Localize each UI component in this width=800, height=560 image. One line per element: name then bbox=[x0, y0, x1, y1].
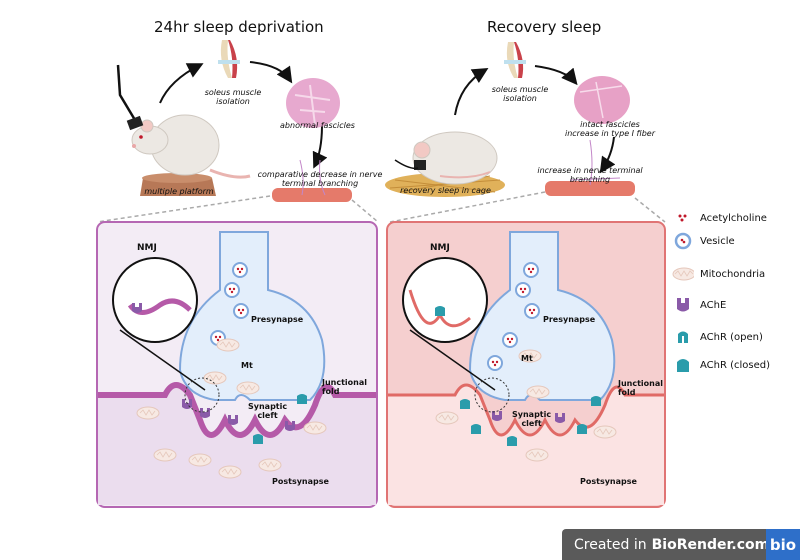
caption-line: branching bbox=[569, 175, 611, 184]
workflow-illustrations bbox=[96, 40, 666, 223]
zoom-connector-left bbox=[96, 195, 379, 223]
title-recovery-sleep: Recovery sleep bbox=[487, 18, 602, 36]
caption-line: soleus muscle bbox=[204, 88, 262, 97]
caption-platform: multiple platform bbox=[144, 187, 214, 196]
badge-brand: BioRender.com bbox=[651, 536, 770, 553]
caption-isolation-right: soleus muscle isolation bbox=[490, 85, 550, 103]
legend-label: Mitochondria bbox=[700, 268, 766, 280]
postsynaptic-membrane bbox=[98, 382, 376, 438]
label-presynapse-right: Presynapse bbox=[543, 315, 596, 324]
rat-sleeping-icon bbox=[394, 131, 498, 185]
biorender-badge[interactable]: Created in BioRender.com bio bbox=[562, 529, 800, 560]
arrow-to-fascicles-left bbox=[249, 61, 293, 84]
right-nmj-panel bbox=[386, 221, 666, 508]
label-synaptic-cleft-left: Synaptic cleft bbox=[248, 402, 287, 420]
legend-label: Acetylcholine bbox=[700, 212, 767, 224]
biorender-logo-icon: bio bbox=[766, 529, 800, 560]
muscle-fiber-left-icon bbox=[272, 159, 352, 202]
legend-label: Vesicle bbox=[700, 235, 735, 247]
label-line: Synaptic bbox=[248, 402, 288, 411]
label-line: Junctional bbox=[322, 378, 368, 387]
soleus-muscle-icon bbox=[504, 42, 526, 78]
left-nmj-panel bbox=[96, 221, 378, 508]
caption-branching-right: increase in nerve terminal branching bbox=[530, 166, 650, 184]
label-mt-left: Mt bbox=[241, 361, 253, 370]
label-line: Synaptic bbox=[512, 410, 552, 419]
rat-standing-icon bbox=[126, 114, 251, 179]
zoom-connector-right bbox=[389, 191, 666, 223]
legend-item-vesicle: Vesicle bbox=[672, 232, 735, 250]
caption-line: isolation bbox=[216, 97, 250, 106]
label-postsynapse-left: Postsynapse bbox=[272, 477, 329, 486]
abnormal-fascicles-icon bbox=[286, 78, 340, 128]
acetylcholine-icon bbox=[672, 209, 694, 227]
title-sleep-deprivation: 24hr sleep deprivation bbox=[154, 18, 324, 36]
label-mt-right: Mt bbox=[521, 354, 533, 363]
legend-label: AChE bbox=[700, 299, 727, 311]
achr-closed-icon bbox=[672, 356, 694, 374]
legend-label: AChR (closed) bbox=[700, 359, 771, 371]
caption-line: intact fascicles bbox=[580, 120, 640, 129]
presynaptic-terminal bbox=[178, 231, 326, 401]
caption-branching-left: comparative decrease in nerve terminal b… bbox=[250, 170, 390, 188]
caption-line: increase in type I fiber bbox=[564, 129, 656, 138]
caption-cage: recovery sleep in cage bbox=[400, 186, 491, 195]
label-junctional-fold-right: Junctional fold bbox=[618, 379, 663, 397]
label-postsynapse-right: Postsynapse bbox=[580, 477, 637, 486]
ache-icon bbox=[672, 296, 694, 314]
legend-item-achr-open: AChR (open) bbox=[672, 328, 763, 346]
arrow-to-isolation-right bbox=[454, 67, 489, 116]
mitochondria-icon bbox=[672, 265, 694, 283]
label-line: Junctional bbox=[618, 379, 664, 388]
electrode-wire-left bbox=[116, 64, 137, 121]
label-nmj-right: NMJ bbox=[430, 243, 450, 253]
label-presynapse-left: Presynapse bbox=[251, 315, 304, 324]
nmj-magnifier-left bbox=[112, 257, 198, 343]
caption-line: comparative decrease in nerve bbox=[257, 170, 383, 179]
vesicle-icon bbox=[672, 232, 694, 250]
caption-line: soleus muscle bbox=[491, 85, 549, 94]
platform-icon bbox=[140, 173, 216, 196]
caption-fascicles-right: intact fascicles increase in type I fibe… bbox=[555, 120, 665, 138]
intact-fascicles-icon bbox=[574, 76, 630, 124]
legend-item-ache: AChE bbox=[672, 296, 726, 314]
caption-isolation-left: soleus muscle isolation bbox=[203, 88, 263, 106]
label-line: cleft bbox=[257, 411, 278, 420]
legend-item-mitochondria: Mitochondria bbox=[672, 265, 765, 283]
legend-label: AChR (open) bbox=[700, 331, 763, 343]
arrow-to-branching-right bbox=[599, 136, 616, 174]
label-line: cleft bbox=[521, 419, 542, 428]
caption-line: increase in nerve terminal bbox=[537, 166, 643, 175]
label-line: fold bbox=[322, 387, 340, 396]
label-nmj-left: NMJ bbox=[137, 243, 157, 253]
arrow-to-fascicles-right bbox=[534, 65, 578, 86]
caption-line: isolation bbox=[503, 94, 537, 103]
nmj-magnifier-right bbox=[402, 257, 488, 343]
legend-item-achr-closed: AChR (closed) bbox=[672, 356, 770, 374]
muscle-fiber-right-icon bbox=[545, 139, 635, 196]
label-junctional-fold-left: Junctional fold bbox=[322, 378, 367, 396]
label-line: fold bbox=[618, 388, 636, 397]
arrow-to-branching-left bbox=[312, 124, 328, 169]
label-synaptic-cleft-right: Synaptic cleft bbox=[512, 410, 551, 428]
arrow-to-isolation-left bbox=[159, 63, 204, 104]
caption-fascicles-left: abnormal fascicles bbox=[280, 121, 355, 130]
postsynaptic-membrane bbox=[388, 383, 664, 437]
badge-created-in: Created in bbox=[574, 536, 647, 553]
achr-open-icon bbox=[672, 328, 694, 346]
legend-item-acetylcholine: Acetylcholine bbox=[672, 209, 767, 227]
soleus-muscle-icon bbox=[218, 40, 240, 78]
caption-line: terminal branching bbox=[281, 179, 359, 188]
